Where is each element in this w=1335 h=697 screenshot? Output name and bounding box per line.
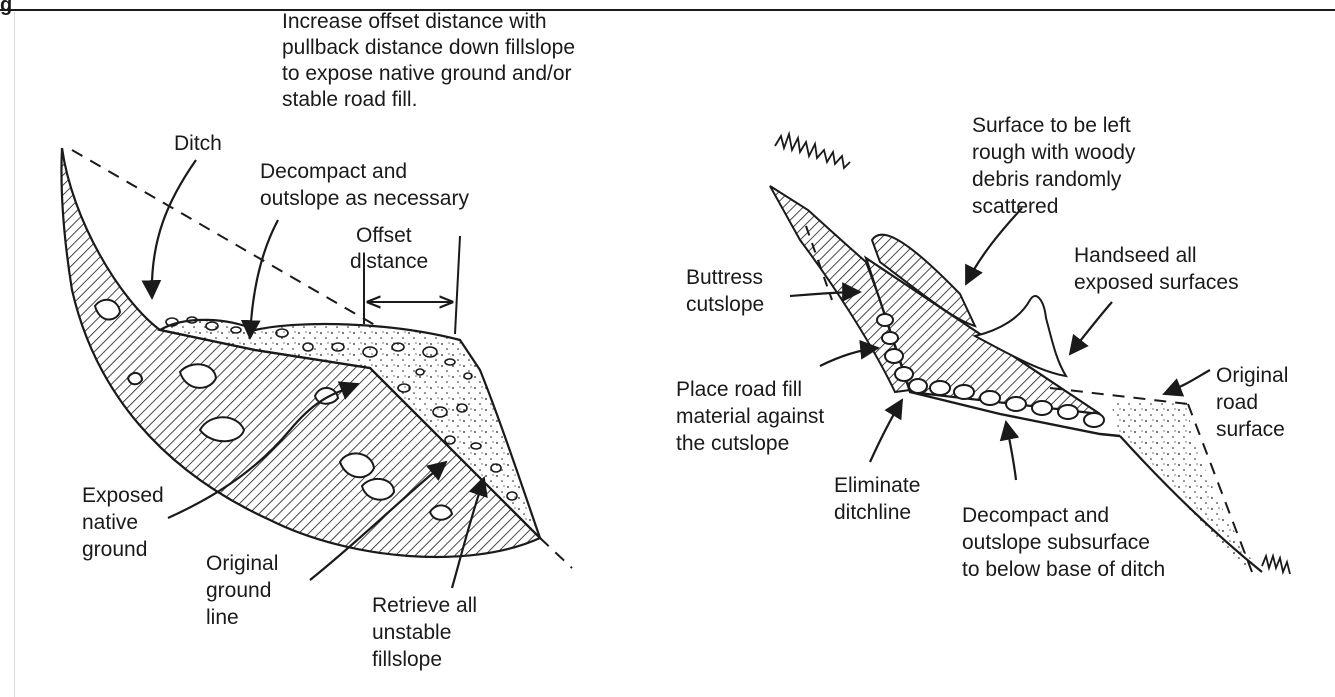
- place-fill-line-2: material against: [676, 405, 824, 428]
- original-ground-line-1: Original: [206, 552, 278, 575]
- decompact-line-2: outslope as necessary: [260, 187, 469, 210]
- offset-note-line-3: to expose native ground and/or: [282, 62, 572, 85]
- eliminate-arrow: [870, 400, 902, 462]
- place-fill-label: Place road fill material against the cut…: [676, 378, 830, 455]
- original-ground-line-2: ground: [206, 579, 271, 602]
- exposed-native-label: Exposed native ground: [82, 484, 170, 561]
- decompact-arrow: [250, 220, 278, 338]
- decompact-sub-line-2: outslope subsurface: [962, 531, 1150, 554]
- surface-rough-line-1: Surface to be left: [972, 114, 1131, 137]
- surface-rough-line-4: scattered: [972, 195, 1058, 218]
- exposed-native-line-1: Exposed: [82, 484, 164, 507]
- eliminate-line-1: Eliminate: [834, 474, 920, 497]
- ditch-line-1: Ditch: [174, 132, 222, 155]
- offset-distance-label: Offset distance: [350, 224, 428, 273]
- original-ground-line-3: line: [206, 606, 239, 629]
- vegetation-top: [775, 134, 850, 168]
- handseed-line-1: Handseed all: [1074, 244, 1197, 267]
- original-road-arrow: [1164, 370, 1210, 394]
- retrieve-line-1: Retrieve all: [372, 594, 477, 617]
- retrieve-line-2: unstable: [372, 621, 451, 644]
- handseed-line-2: exposed surfaces: [1074, 271, 1239, 294]
- decompact-line-1: Decompact and: [260, 160, 407, 183]
- handseed-label: Handseed all exposed surfaces: [1074, 244, 1239, 294]
- ditch-arrow: [152, 160, 196, 298]
- surface-rough-line-2: rough with woody: [972, 141, 1136, 164]
- offset-distance-line-2: distance: [350, 250, 428, 273]
- ditch-label: Ditch: [174, 132, 222, 155]
- handseed-arrow: [1070, 302, 1112, 354]
- decompact-sub-arrow: [1006, 422, 1016, 480]
- place-fill-arrow: [820, 348, 878, 366]
- original-road-label: Original road surface: [1216, 364, 1294, 441]
- place-fill-line-3: the cutslope: [676, 432, 789, 455]
- left-diagram: Increase offset distance with pullback d…: [61, 10, 580, 671]
- buttress-label: Buttress cutslope: [686, 266, 769, 316]
- exposed-native-line-3: ground: [82, 538, 147, 561]
- surface-rough-arrow: [966, 208, 1022, 284]
- decompact-sub-label: Decompact and outslope subsurface to bel…: [962, 504, 1165, 581]
- original-road-line-3: surface: [1216, 418, 1285, 441]
- original-road-line-2: road: [1216, 391, 1258, 414]
- decompact-sub-line-1: Decompact and: [962, 504, 1109, 527]
- original-slope-dashed-line-lower: [540, 538, 572, 568]
- original-ground-label: Original ground line: [206, 552, 284, 629]
- offset-distance-line-1: Offset: [356, 224, 412, 247]
- retrieve-label: Retrieve all unstable fillslope: [372, 594, 483, 671]
- eliminate-label: Eliminate ditchline: [834, 474, 926, 524]
- offset-note-line-1: Increase offset distance with: [282, 10, 547, 33]
- place-fill-line-1: Place road fill: [676, 378, 802, 401]
- decompact-sub-line-3: to below base of ditch: [962, 558, 1165, 581]
- surface-rough-label: Surface to be left rough with woody debr…: [972, 114, 1141, 218]
- offset-note-line-2: pullback distance down fillslope: [282, 36, 575, 59]
- decompact-label: Decompact and outslope as necessary: [260, 160, 469, 210]
- offset-marker-right: [455, 236, 460, 334]
- offset-note-line-4: stable road fill.: [282, 88, 417, 111]
- vegetation-toe: [1262, 556, 1290, 574]
- offset-note-label: Increase offset distance with pullback d…: [282, 10, 581, 111]
- original-road-line-1: Original: [1216, 364, 1288, 387]
- eliminate-line-2: ditchline: [834, 501, 911, 524]
- buttress-line-1: Buttress: [686, 266, 763, 289]
- buttress-line-2: cutslope: [686, 293, 764, 316]
- right-diagram: Surface to be left rough with woody debr…: [676, 114, 1294, 581]
- retrieve-line-3: fillslope: [372, 648, 442, 671]
- surface-rough-line-3: debris randomly: [972, 168, 1122, 191]
- exposed-native-line-2: native: [82, 511, 138, 534]
